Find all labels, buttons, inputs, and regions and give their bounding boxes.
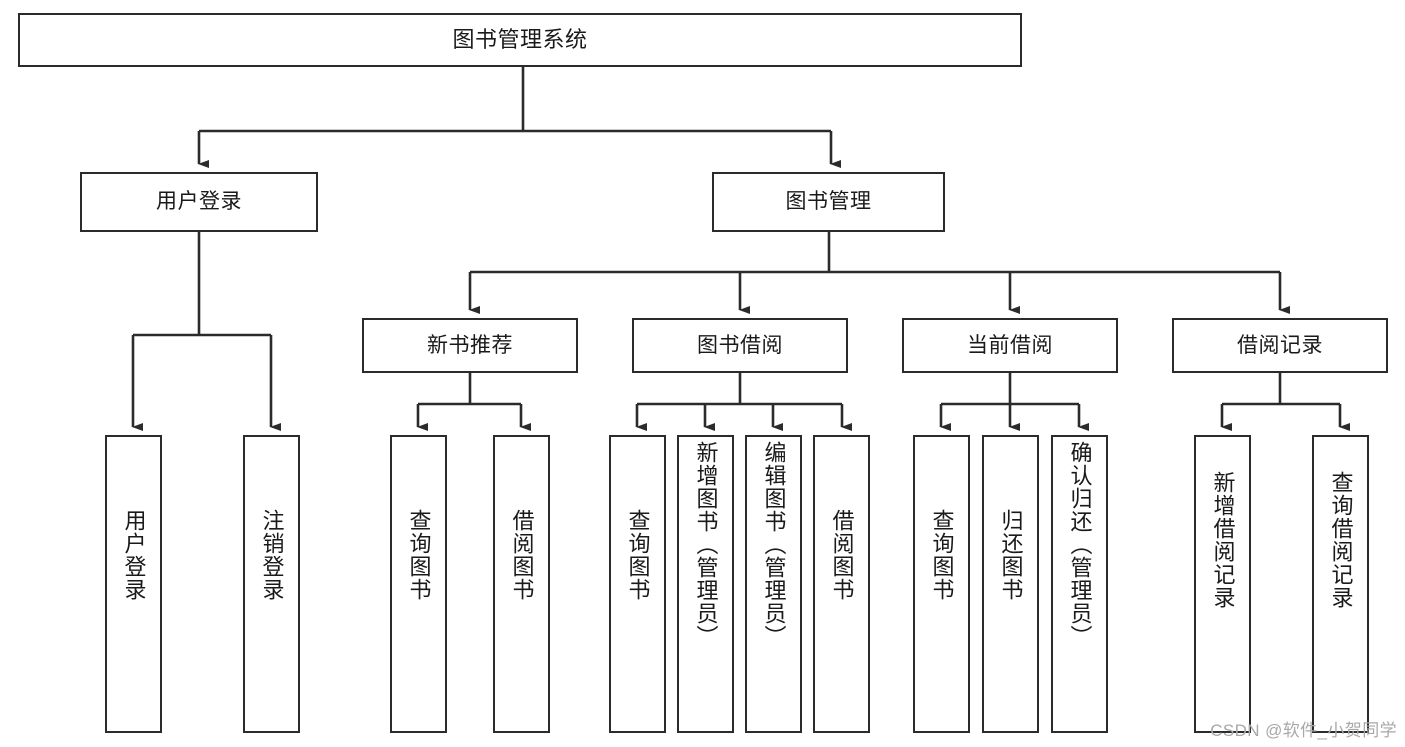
leaf-new-book-query-book[interactable]: 查询图书 [390, 435, 447, 733]
node-label: 新书推荐 [427, 333, 513, 357]
node-current-borrow[interactable]: 当前借阅 [902, 318, 1118, 373]
node-label: 查询图书 [406, 509, 432, 601]
node-label: 确认归还（管理员） [1067, 441, 1093, 648]
leaf-book-borrow-add-book-admin[interactable]: 新增图书（管理员） [677, 435, 734, 733]
leaf-book-borrow-edit-book-admin[interactable]: 编辑图书（管理员） [745, 435, 802, 733]
leaf-records-add-borrow-record[interactable]: 新增借阅记录 [1194, 435, 1251, 733]
node-label: 借阅图书 [829, 509, 855, 601]
leaf-user-login-login[interactable]: 用户登录 [105, 435, 162, 733]
node-label: 归还图书 [998, 509, 1024, 601]
node-label: 用户登录 [156, 190, 242, 214]
leaf-user-login-logout[interactable]: 注销登录 [243, 435, 300, 733]
node-label: 用户登录 [121, 509, 147, 601]
node-label: 图书借阅 [697, 333, 783, 357]
leaf-current-borrow-query-book[interactable]: 查询图书 [913, 435, 970, 733]
leaf-current-borrow-confirm-return-admin[interactable]: 确认归还（管理员） [1051, 435, 1108, 733]
node-root-book-management-system[interactable]: 图书管理系统 [18, 13, 1022, 67]
node-label: 注销登录 [259, 509, 285, 601]
node-label: 编辑图书（管理员） [761, 441, 787, 648]
node-book-borrow[interactable]: 图书借阅 [632, 318, 848, 373]
node-label: 查询图书 [625, 509, 651, 601]
leaf-book-borrow-borrow-book[interactable]: 借阅图书 [813, 435, 870, 733]
node-label: 借阅图书 [509, 509, 535, 601]
node-label: 查询借阅记录 [1328, 471, 1354, 609]
csdn-watermark: CSDN @软件_小贺同学 [1210, 721, 1397, 740]
node-label: 图书管理 [785, 190, 872, 214]
node-user-login[interactable]: 用户登录 [80, 172, 318, 232]
leaf-records-query-borrow-record[interactable]: 查询借阅记录 [1312, 435, 1369, 733]
node-new-book-recommend[interactable]: 新书推荐 [362, 318, 578, 373]
node-label: 图书管理系统 [452, 26, 588, 52]
node-label: 当前借阅 [967, 333, 1053, 357]
leaf-current-borrow-return-book[interactable]: 归还图书 [982, 435, 1039, 733]
node-label: 新增图书（管理员） [693, 441, 719, 648]
leaf-book-borrow-query-book[interactable]: 查询图书 [609, 435, 666, 733]
node-label: 借阅记录 [1237, 333, 1323, 357]
node-book-management[interactable]: 图书管理 [712, 172, 945, 232]
leaf-new-book-borrow-book[interactable]: 借阅图书 [493, 435, 550, 733]
node-label: 查询图书 [929, 509, 955, 601]
node-borrow-records[interactable]: 借阅记录 [1172, 318, 1388, 373]
node-label: 新增借阅记录 [1210, 471, 1236, 609]
